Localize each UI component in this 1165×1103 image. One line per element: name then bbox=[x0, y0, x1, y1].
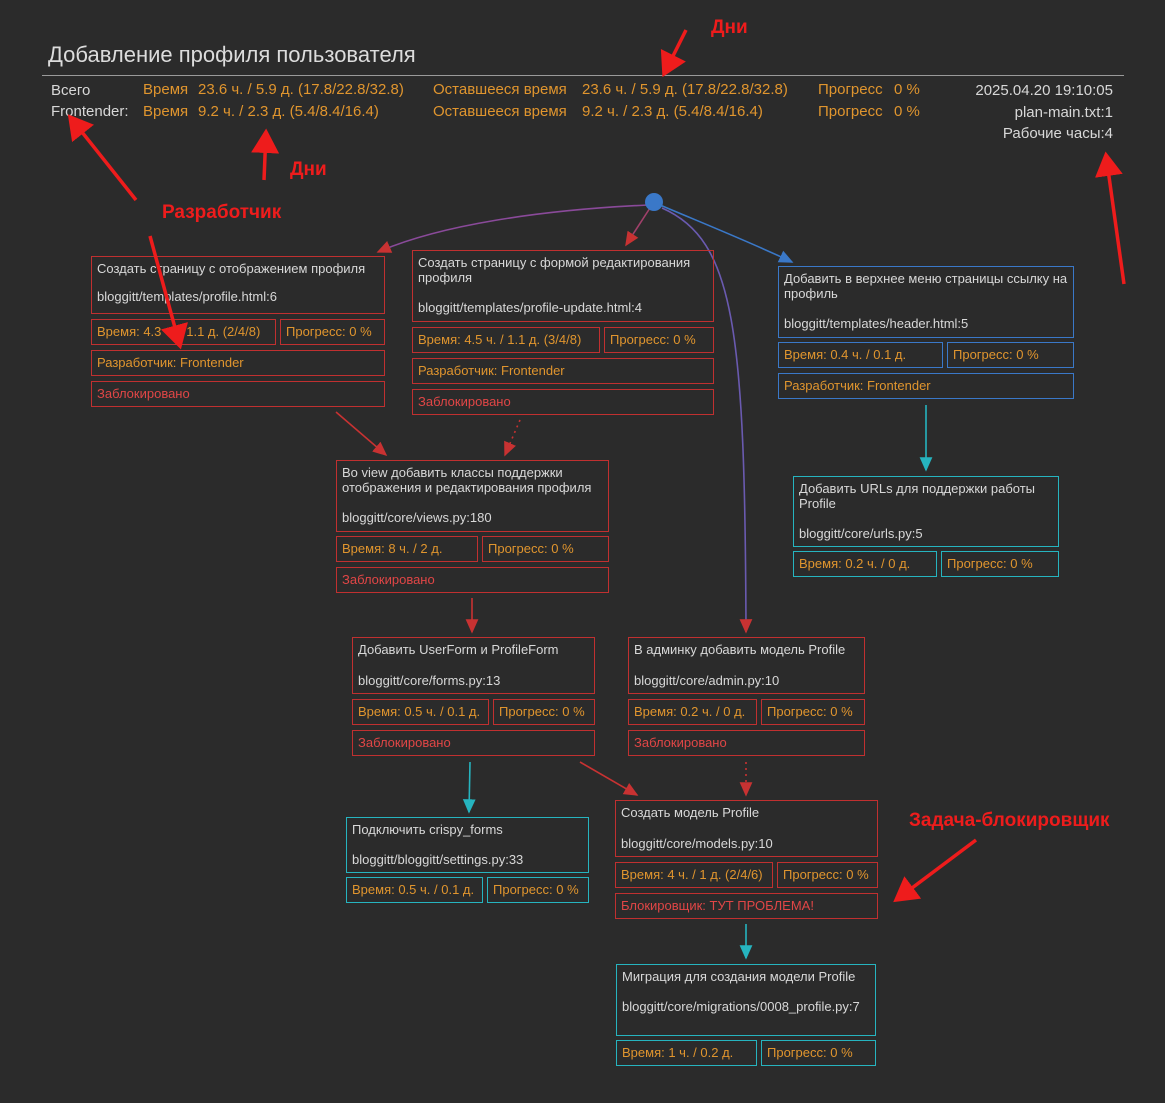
task-file: bloggitt/core/forms.py:13 bbox=[358, 673, 501, 688]
edge-forms-to-crispy bbox=[462, 761, 476, 814]
plan-file: plan-main.txt:1 bbox=[1014, 104, 1113, 121]
task-title: Миграция для создания модели Profile bbox=[622, 969, 856, 984]
task-title: Во view добавить классы поддержки отобра… bbox=[342, 465, 592, 495]
task-developer: Разработчик: Frontender bbox=[91, 350, 385, 376]
edge-profile-update-to-views bbox=[504, 419, 521, 457]
task-blocker: Блокировщик: ТУТ ПРОБЛЕМА! bbox=[615, 893, 878, 919]
task-progress: Прогресс: 0 % bbox=[761, 699, 865, 725]
summary-total-time-value: 23.6 ч. / 5.9 д. (17.8/22.8/32.8) bbox=[198, 81, 404, 98]
summary-total-time-label: Время bbox=[143, 81, 189, 98]
summary-frontender-time-value: 9.2 ч. / 2.3 д. (5.4/8.4/16.4) bbox=[198, 103, 379, 120]
task-file: bloggitt/bloggitt/settings.py:33 bbox=[352, 852, 524, 867]
task-file: bloggitt/templates/profile-update.html:4 bbox=[418, 300, 643, 315]
timestamp: 2025.04.20 19:10:05 bbox=[975, 82, 1113, 99]
annotation-days-mid: Дни bbox=[290, 159, 327, 180]
task-file: bloggitt/core/models.py:10 bbox=[621, 836, 773, 851]
task-title: Добавить UserForm и ProfileForm bbox=[358, 642, 559, 657]
annotation-arrow-days-mid bbox=[251, 128, 280, 181]
edge-root-to-admin bbox=[661, 207, 753, 634]
task-status: Заблокировано bbox=[628, 730, 865, 756]
annotation-arrow-developer-cell bbox=[148, 235, 188, 350]
task-time: Время: 0.4 ч. / 0.1 д. bbox=[778, 342, 943, 368]
summary-frontender-remaining-value: 9.2 ч. / 2.3 д. (5.4/8.4/16.4) bbox=[582, 103, 763, 120]
work-hours: Рабочие часы:4 bbox=[1002, 125, 1113, 142]
page-title: Добавление профиля пользователя bbox=[48, 42, 416, 67]
summary-frontender-time-label: Время bbox=[143, 103, 189, 120]
task-time: Время: 0.5 ч. / 0.1 д. bbox=[352, 699, 489, 725]
task-title: Добавить URLs для поддержки работы Profi… bbox=[799, 481, 1036, 511]
edge-forms-to-model bbox=[579, 761, 639, 796]
task-progress: Прогресс: 0 % bbox=[493, 699, 595, 725]
task-title: Создать страницу с формой редактирования… bbox=[418, 255, 691, 285]
task-file: bloggitt/templates/header.html:5 bbox=[784, 316, 969, 331]
task-developer: Разработчик: Frontender bbox=[412, 358, 714, 384]
task-file: bloggitt/templates/profile.html:6 bbox=[97, 289, 277, 304]
summary-frontender-progress-value: 0 % bbox=[894, 103, 920, 120]
annotation-blocker-task: Задача-блокировщик bbox=[909, 810, 1110, 831]
edge-root-to-header-link bbox=[659, 204, 794, 263]
annotation-arrow-work-hours bbox=[1095, 151, 1126, 285]
edge-root-to-profile-page bbox=[376, 204, 649, 253]
task-progress: Прогресс: 0 % bbox=[947, 342, 1074, 368]
task-time: Время: 0.5 ч. / 0.1 д. bbox=[346, 877, 483, 903]
task-progress: Прогресс: 0 % bbox=[761, 1040, 876, 1066]
task-progress: Прогресс: 0 % bbox=[487, 877, 589, 903]
task-progress: Прогресс: 0 % bbox=[604, 327, 714, 353]
summary-total-remaining-value: 23.6 ч. / 5.9 д. (17.8/22.8/32.8) bbox=[582, 81, 788, 98]
task-title: Добавить в верхнее меню страницы ссылку … bbox=[784, 271, 1068, 301]
annotation-days-top: Дни bbox=[711, 17, 748, 38]
task-progress: Прогресс: 0 % bbox=[777, 862, 878, 888]
task-progress: Прогресс: 0 % bbox=[941, 551, 1059, 577]
task-progress: Прогресс: 0 % bbox=[482, 536, 609, 562]
edge-root-to-profile-update bbox=[625, 207, 651, 247]
annotation-arrow-blocker bbox=[893, 838, 978, 903]
annotation-arrow-developer-summary bbox=[67, 114, 138, 202]
task-time: Время: 0.2 ч. / 0 д. bbox=[628, 699, 757, 725]
task-status: Заблокировано bbox=[336, 567, 609, 593]
task-time: Время: 4 ч. / 1 д. (2/4/6) bbox=[615, 862, 773, 888]
edge-profile-page-to-views bbox=[335, 411, 388, 457]
root-node bbox=[645, 193, 663, 211]
task-time: Время: 8 ч. / 2 д. bbox=[336, 536, 478, 562]
annotation-developer: Разработчик bbox=[162, 202, 282, 223]
annotation-arrow-days-top bbox=[660, 29, 688, 78]
task-title: Создать модель Profile bbox=[621, 805, 760, 820]
task-file: bloggitt/core/views.py:180 bbox=[342, 510, 492, 525]
task-file: bloggitt/core/admin.py:10 bbox=[634, 673, 780, 688]
task-status: Заблокировано bbox=[412, 389, 714, 415]
summary-frontender-progress-label: Прогресс bbox=[818, 103, 883, 120]
task-developer: Разработчик: Frontender bbox=[778, 373, 1074, 399]
task-progress: Прогресс: 0 % bbox=[280, 319, 385, 345]
task-time: Время: 1 ч. / 0.2 д. bbox=[616, 1040, 757, 1066]
task-time: Время: 0.2 ч. / 0 д. bbox=[793, 551, 937, 577]
summary-total-progress-value: 0 % bbox=[894, 81, 920, 98]
task-time: Время: 4.5 ч. / 1.1 д. (3/4/8) bbox=[412, 327, 600, 353]
header-divider bbox=[42, 75, 1124, 76]
task-title: Создать страницу с отображением профиля bbox=[97, 261, 366, 276]
task-status: Заблокировано bbox=[91, 381, 385, 407]
task-title: Подключить crispy_forms bbox=[352, 822, 503, 837]
summary-total-remaining-label: Оставшееся время bbox=[433, 81, 567, 98]
summary-total-label: Всего bbox=[51, 82, 91, 99]
task-title: В админку добавить модель Profile bbox=[634, 642, 846, 657]
summary-total-progress-label: Прогресс bbox=[818, 81, 883, 98]
summary-frontender-remaining-label: Оставшееся время bbox=[433, 103, 567, 120]
task-file: bloggitt/core/urls.py:5 bbox=[799, 526, 923, 541]
task-status: Заблокировано bbox=[352, 730, 595, 756]
